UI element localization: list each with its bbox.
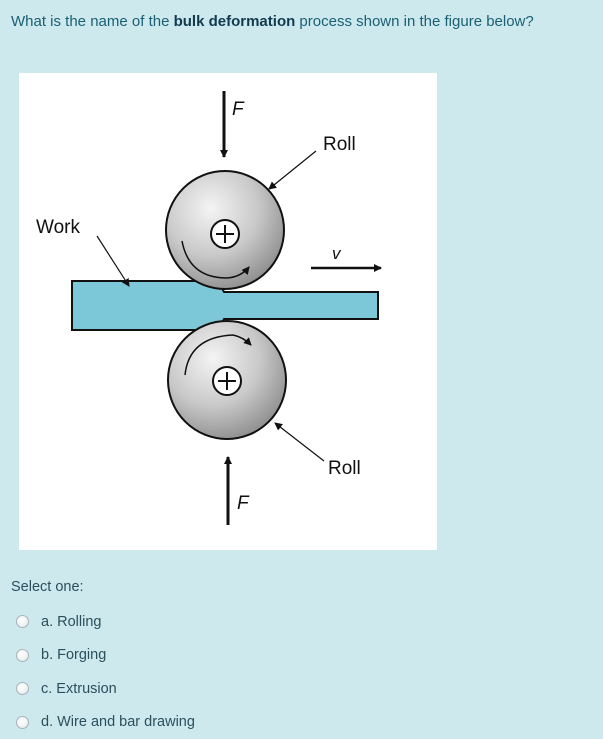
work-leader <box>96 235 130 287</box>
option-b-label[interactable]: b. Forging <box>41 647 107 664</box>
option-a[interactable]: a. Rolling <box>16 605 195 639</box>
rolling-diagram: F F Roll Roll Work v <box>36 91 382 525</box>
option-a-label[interactable]: a. Rolling <box>41 613 102 630</box>
option-b[interactable]: b. Forging <box>16 639 195 673</box>
label-force-top: F <box>232 99 245 120</box>
option-c-label[interactable]: c. Extrusion <box>41 680 117 697</box>
question-suffix: process shown in the figure below? <box>295 13 534 30</box>
top-roll-rotation-arrow <box>181 240 250 279</box>
question-bold-term: bulk deformation <box>173 13 296 30</box>
option-d[interactable]: d. Wire and bar drawing <box>16 706 195 739</box>
answer-options: a. Rolling b. Forging c. Extrusion d. Wi… <box>16 605 195 739</box>
label-force-bottom: F <box>237 493 250 514</box>
radio-button-c[interactable] <box>16 682 29 696</box>
roll-top-leader <box>268 150 317 190</box>
label-work: Work <box>36 217 80 238</box>
bottom-roll-rotation-arrow <box>184 334 252 376</box>
label-velocity: v <box>332 244 342 263</box>
radio-button-a[interactable] <box>16 615 29 629</box>
question-prefix: What is the name of the <box>11 13 174 30</box>
radio-button-b[interactable] <box>16 648 29 662</box>
roll-bottom-leader <box>274 422 325 462</box>
figure-image: F F Roll Roll Work v <box>19 73 437 550</box>
label-roll-bottom: Roll <box>328 458 361 479</box>
select-one-label: Select one: <box>11 579 84 595</box>
question-text: What is the name of the bulk deformation… <box>11 13 534 30</box>
option-d-label[interactable]: d. Wire and bar drawing <box>41 714 195 731</box>
radio-button-d[interactable] <box>16 715 29 729</box>
option-c[interactable]: c. Extrusion <box>16 672 195 706</box>
label-roll-top: Roll <box>323 134 356 155</box>
